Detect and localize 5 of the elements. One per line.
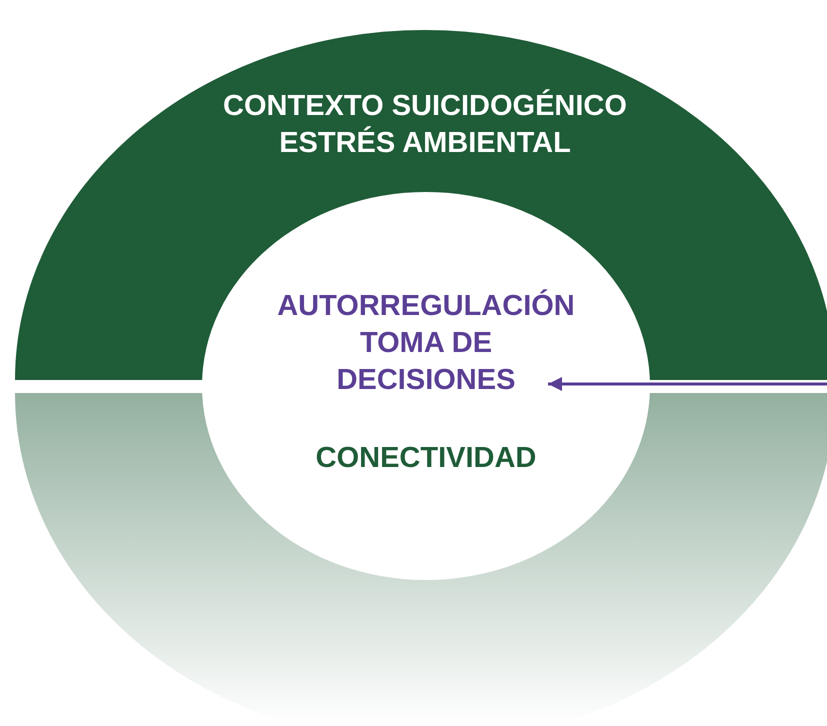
arrow [548, 377, 827, 391]
label-text: CONECTIVIDAD [314, 441, 538, 476]
label-text: CONTEXTO SUICIDOGÉNICO [222, 88, 628, 124]
label-text: ESTRÉS AMBIENTAL [278, 125, 572, 161]
label-text: AUTORREGULACIÓN TOMA DE DECISIONES [276, 288, 576, 398]
